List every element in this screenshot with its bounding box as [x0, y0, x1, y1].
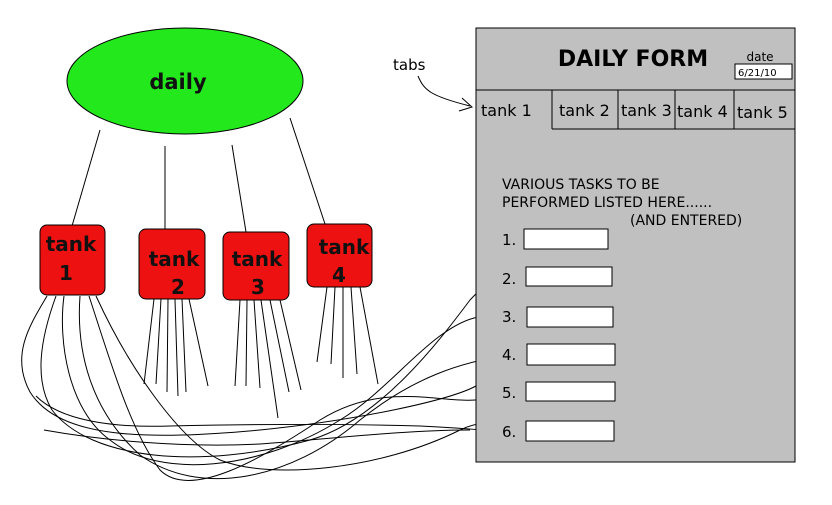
- tank-node-2: tank 2: [138, 228, 206, 300]
- tank-box-4: [306, 223, 373, 288]
- tab-tank-1-label: tank 1: [481, 101, 532, 120]
- tab-tank-2-bg[interactable]: [553, 91, 617, 128]
- date-label: date: [746, 50, 773, 64]
- instructions-line-2: PERFORMED LISTED HERE......: [502, 195, 712, 211]
- tab-tank-5[interactable]: tank 5: [735, 91, 794, 128]
- task-input-4[interactable]: [526, 343, 616, 366]
- tab-tank-4[interactable]: tank 4: [676, 91, 733, 128]
- instructions-line-1: VARIOUS TASKS TO BE: [502, 177, 660, 193]
- tank-4-number: 4: [332, 263, 346, 287]
- task-number-3: 3.: [502, 308, 516, 326]
- task-row-2: 2.: [502, 266, 613, 288]
- tab-tank-5-bg[interactable]: [735, 91, 794, 128]
- task-input-3[interactable]: [526, 306, 614, 328]
- tabs-arrow-head: [458, 97, 473, 112]
- task-number-6: 6.: [502, 423, 516, 441]
- task-input-1[interactable]: [523, 228, 609, 250]
- date-value: 6/21/10: [738, 68, 777, 79]
- task-input-2[interactable]: [525, 266, 613, 287]
- tank-node-3: tank 3: [222, 231, 290, 301]
- tank-node-4: tank 4: [306, 223, 373, 288]
- task-number-1: 1.: [502, 231, 516, 249]
- tab-tank-2-label: tank 2: [559, 101, 610, 120]
- tank-4-word: tank: [319, 235, 370, 259]
- tab-tank-5-label: tank 5: [737, 103, 788, 122]
- tank-box-1: [39, 224, 106, 296]
- root-connectors: [71, 117, 326, 233]
- tank-1-number: 1: [59, 261, 73, 285]
- task-input-5[interactable]: [525, 381, 616, 402]
- tank-1-word: tank: [46, 232, 97, 256]
- daily-node: daily: [66, 27, 304, 135]
- tab-tank-2[interactable]: tank 2: [553, 91, 617, 128]
- task-row-4: 4.: [502, 343, 616, 366]
- tab-tank-1-bg[interactable]: [477, 91, 551, 129]
- tab-tank-4-bg[interactable]: [676, 91, 733, 128]
- task-number-4: 4.: [502, 346, 516, 364]
- daily-form-panel: DAILY FORM date 6/21/10 tank 1 tank 2 ta…: [475, 27, 796, 463]
- date-field[interactable]: [734, 63, 793, 80]
- tank-sub-lines: [143, 286, 379, 419]
- tank-box-2: [138, 228, 206, 300]
- task-row-6: 6.: [502, 420, 615, 442]
- tabs-arrow-line: [417, 75, 471, 107]
- daily-ellipse: [66, 27, 304, 135]
- tab-tank-3-bg[interactable]: [619, 91, 674, 128]
- task-row-1: 1.: [502, 228, 609, 250]
- task-input-6[interactable]: [525, 420, 615, 442]
- tabs-annotation-label: tabs: [393, 56, 426, 74]
- tab-tank-4-label: tank 4: [677, 102, 728, 121]
- form-title: DAILY FORM: [558, 47, 708, 72]
- tank-2-word: tank: [149, 247, 200, 271]
- tab-tank-3-label: tank 3: [621, 101, 672, 120]
- tank-box-3: [222, 231, 290, 301]
- tank-node-1: tank 1: [39, 224, 106, 296]
- tab-tank-3[interactable]: tank 3: [619, 91, 674, 128]
- tank-3-word: tank: [232, 247, 283, 271]
- tank-2-number: 2: [171, 275, 185, 299]
- task-number-5: 5.: [502, 384, 516, 402]
- task-row-5: 5.: [502, 381, 616, 402]
- instructions-line-3: (AND ENTERED): [630, 213, 742, 229]
- tank-3-number: 3: [251, 275, 265, 299]
- tabs-annotation: tabs: [393, 56, 473, 112]
- tab-tank-1[interactable]: tank 1: [477, 91, 551, 129]
- task-number-2: 2.: [502, 270, 516, 288]
- daily-label: daily: [149, 70, 207, 94]
- task-row-3: 3.: [502, 306, 614, 328]
